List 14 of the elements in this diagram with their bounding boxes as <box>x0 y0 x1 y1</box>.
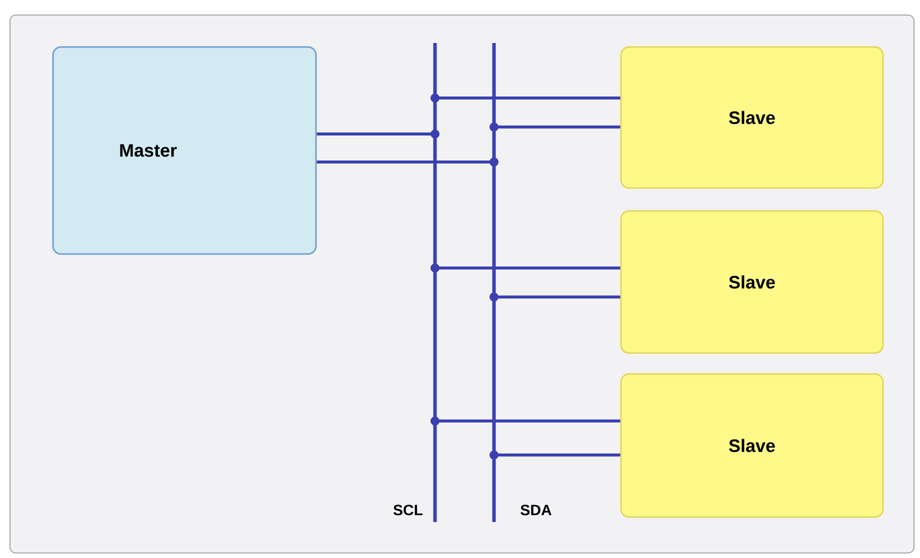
bus-connection <box>316 158 498 166</box>
slave-box: Slave <box>620 46 884 189</box>
bus-label: SCL <box>393 504 423 516</box>
bus-connection <box>490 292 620 302</box>
bus-connection <box>430 416 620 426</box>
master-box: Master <box>52 46 317 255</box>
bus-label: SDA <box>520 504 552 516</box>
slave-box: Slave <box>620 373 884 518</box>
bus-connection <box>490 450 620 460</box>
bus-connection <box>490 122 620 132</box>
bus-connection <box>430 264 620 272</box>
bus-connection <box>316 130 440 138</box>
bus-connection <box>430 94 620 102</box>
slave-box: Slave <box>620 210 884 354</box>
